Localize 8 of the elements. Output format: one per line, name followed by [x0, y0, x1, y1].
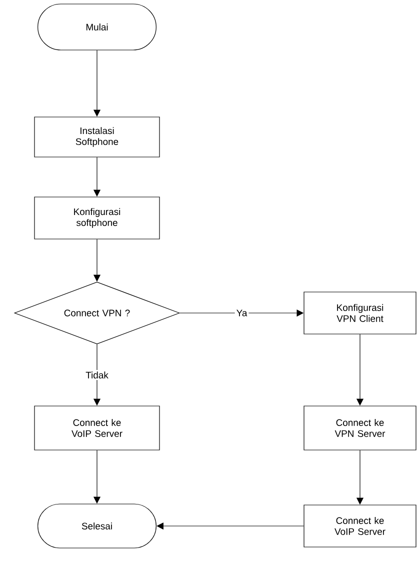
process-box: Konfigurasi softphone [34, 196, 160, 240]
process-box: Connect ke VoIP Server [34, 406, 160, 450]
process-box: Konfigurasi VPN Client [304, 292, 416, 334]
process-box: Connect ke VPN Server [304, 406, 416, 450]
process-box: Connect ke VoIP Server [304, 504, 416, 548]
edge-label: Ya [234, 308, 249, 318]
edge-label: Tidak [84, 370, 110, 380]
process-box: Instalasi Softphone [34, 116, 160, 158]
